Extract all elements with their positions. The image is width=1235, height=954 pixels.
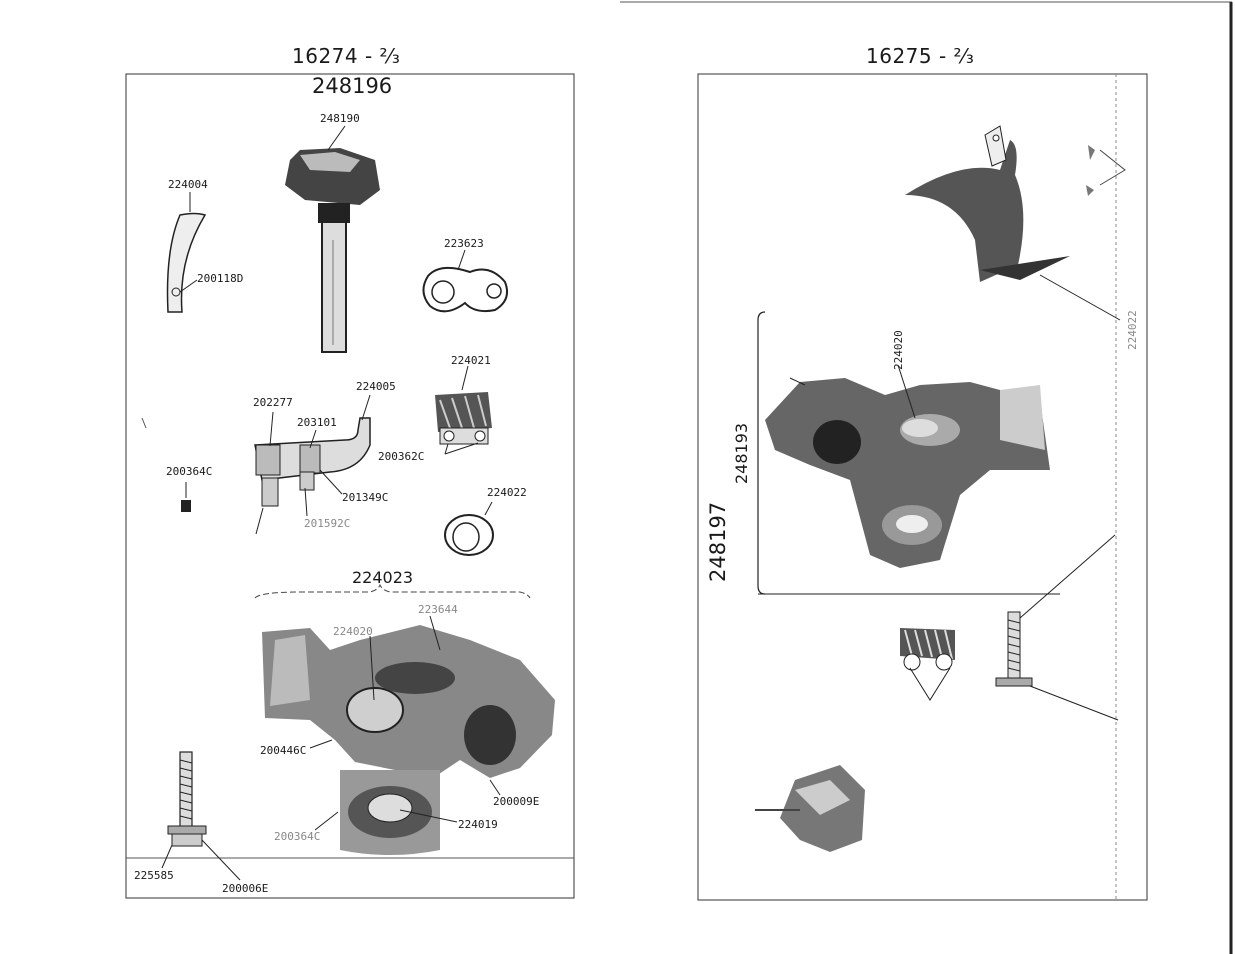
brace-224023 [254,583,531,599]
label-224022: 224022 [487,486,527,499]
label-223644: 223644 [418,603,458,616]
right-label-224022: 224022 [1126,310,1139,350]
part-223623-link [422,249,508,313]
label-224020: 224020 [333,625,373,638]
right-assembly-inner: 248193 [732,422,751,484]
label-200009e: 200009E [493,795,540,808]
label-224023: 224023 [352,568,414,587]
brace-248197 [757,311,766,595]
left-title-number: 16274 [292,44,359,68]
right-part-screw [995,534,1119,721]
right-label-224020: 224020 [892,330,905,370]
part-224005-crank [181,394,371,535]
part-224022-washer [444,501,494,556]
part-225585-screw [161,751,241,881]
right-page-number: 16275 - ²⁄₃ [866,44,974,68]
label-224021: 224021 [451,354,491,367]
right-part-bracket [765,364,1050,568]
part-248190-rotary-hook [285,125,380,353]
label-224019: 224019 [458,818,498,831]
right-panel-frame [697,73,1148,901]
label-200364c-b: 200364C [274,830,321,843]
right-part-rotary-hook [755,765,865,852]
right-assembly-outer: 248197 [706,501,730,582]
label-201349c: 201349C [342,491,389,504]
label-248190: 248190 [320,112,360,125]
label-201592c: 201592C [304,517,351,530]
right-title-fraction: - ²⁄₃ [938,44,975,68]
label-223623: 223623 [444,237,484,250]
label-224004: 224004 [168,178,208,191]
label-225585: 225585 [134,869,174,882]
label-200446c: 200446C [260,744,307,757]
label-202277: 202277 [253,396,293,409]
part-224004-guard [166,192,207,313]
label-224005: 224005 [356,380,396,393]
right-title-number: 16275 [866,44,933,68]
left-assembly-number: 248196 [312,74,393,98]
left-page-number: 16274 - ²⁄₃ [292,44,400,68]
label-200118d: 200118D [197,272,244,285]
right-part-gear [900,628,955,701]
left-panel-frame [125,73,575,899]
part-224021-gear [435,365,492,455]
label-203101: 203101 [297,416,337,429]
label-200364c-a: 200364C [166,465,213,478]
label-200006e: 200006E [222,882,269,895]
part-224023-bracket [262,615,555,855]
left-title-fraction: - ²⁄₃ [364,44,401,68]
label-200362c: 200362C [378,450,425,463]
right-part-hook [905,125,1126,321]
